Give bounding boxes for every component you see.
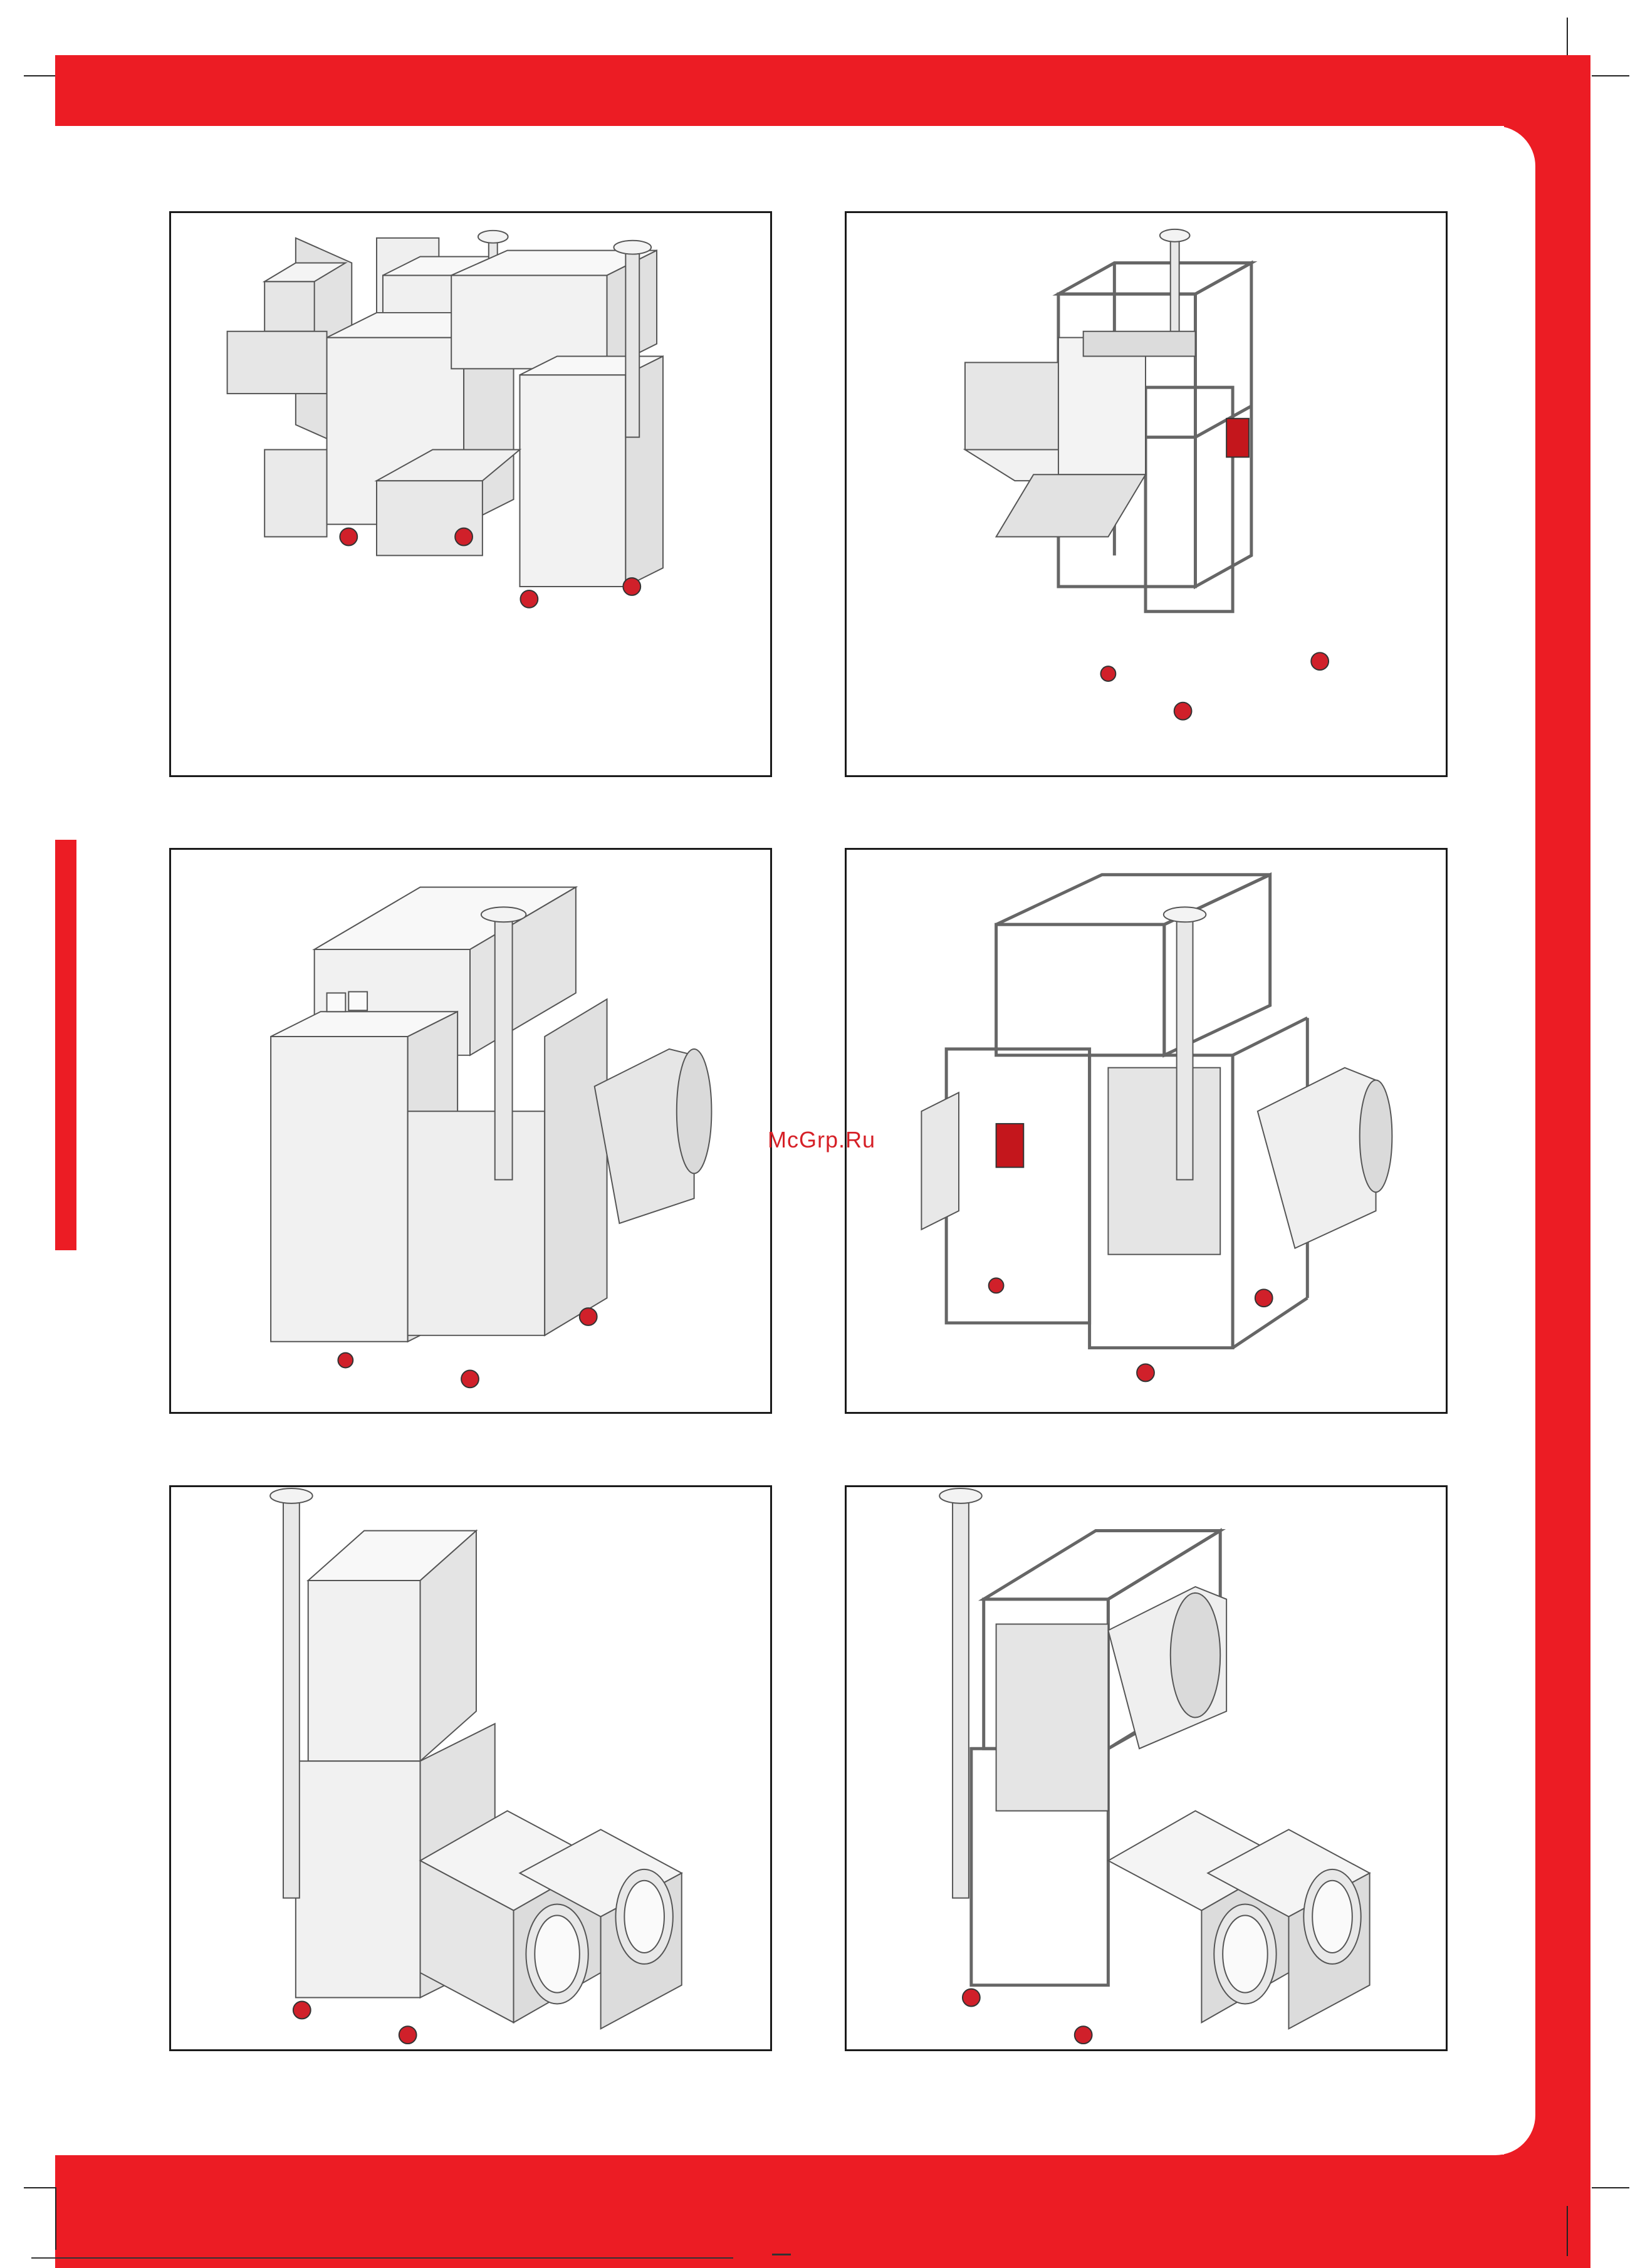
bottom-rule	[31, 2257, 733, 2259]
illustration-enclosed-ducts-front	[171, 1487, 770, 2049]
top-red-band	[55, 55, 1590, 126]
watermark-text: McGrp.Ru	[768, 1127, 875, 1153]
crop-mark	[1567, 18, 1568, 55]
crop-mark	[1567, 2206, 1568, 2256]
figure-frame-ducts-front	[845, 1485, 1448, 2051]
red-burner-box	[996, 1124, 1024, 1168]
figure-frame-front-right	[845, 848, 1448, 1414]
crop-mark	[24, 75, 55, 76]
figure-enclosed-ducts-front	[169, 1485, 772, 2051]
red-burner-box	[1226, 419, 1249, 457]
left-red-marker	[55, 840, 76, 1250]
illustration-frame-front-right	[847, 850, 1446, 1412]
crop-mark	[55, 2187, 56, 2250]
crop-mark	[24, 2187, 55, 2188]
bottom-tick	[772, 2254, 791, 2255]
crop-mark	[1592, 2187, 1629, 2188]
figure-enclosed-rear-left	[169, 211, 772, 777]
illustration-enclosed-front-right	[171, 850, 770, 1412]
illustration-enclosed-rear-left	[171, 213, 770, 775]
illustration-frame-rear-left	[847, 213, 1446, 775]
illustration-frame-ducts-front	[847, 1487, 1446, 2049]
figure-frame-rear-left	[845, 211, 1448, 777]
crop-mark	[1592, 75, 1629, 76]
bottom-red-band	[55, 2155, 1590, 2268]
figure-enclosed-front-right	[169, 848, 772, 1414]
